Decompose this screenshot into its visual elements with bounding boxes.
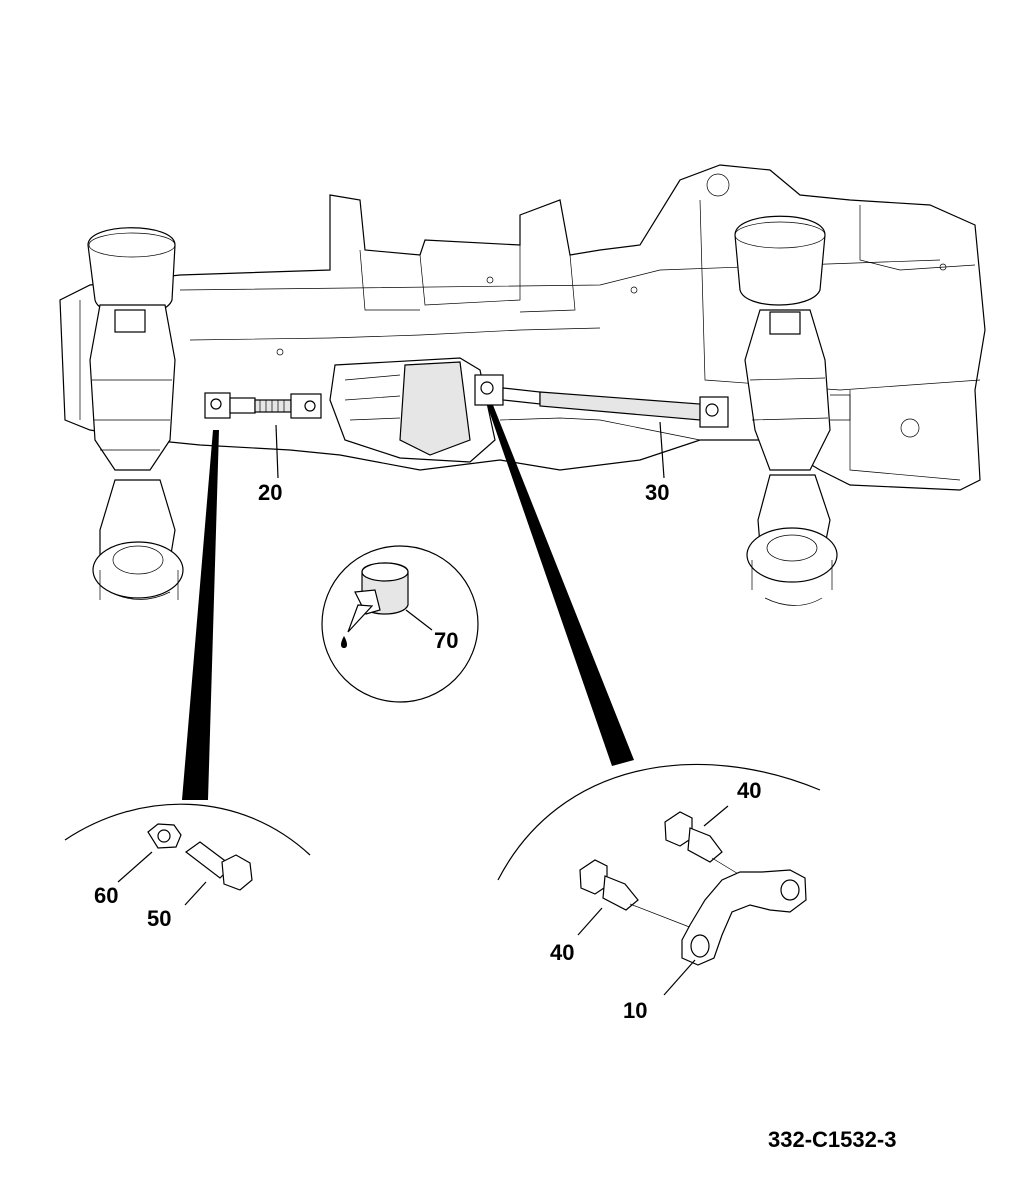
propshaft-rear	[474, 374, 729, 428]
chassis-assembly	[59, 164, 986, 606]
zoom-wedge-right	[487, 405, 634, 766]
fastener-detail-left	[64, 803, 311, 906]
callout-60: 60	[94, 883, 118, 908]
callout-70: 70	[434, 628, 458, 653]
callout-40-lower: 40	[550, 940, 574, 965]
drawing-number: 332-C1532-3	[768, 1127, 896, 1152]
callout-30: 30	[645, 480, 669, 505]
callout-10: 10	[623, 998, 647, 1023]
callout-40-upper: 40	[737, 778, 761, 803]
sealant-detail	[321, 545, 479, 703]
fastener-detail-right	[497, 763, 821, 996]
propshaft-front	[204, 392, 322, 419]
callout-20: 20	[258, 480, 282, 505]
callout-50: 50	[147, 906, 171, 931]
zoom-wedge-left	[182, 430, 219, 800]
